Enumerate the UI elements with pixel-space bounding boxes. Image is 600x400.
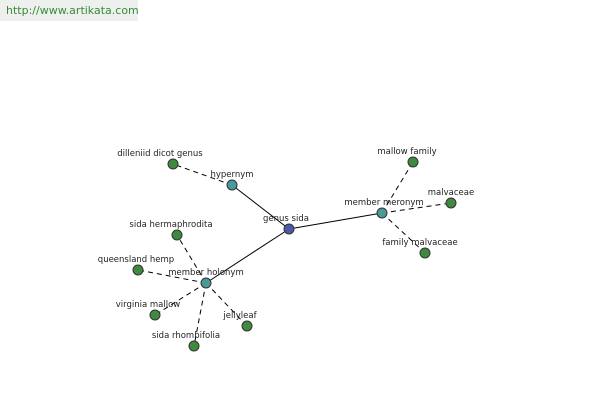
label-family-malvaceae: family malvaceae (382, 238, 457, 248)
edge-root-member-meronym (288, 212, 383, 230)
label-virginia-mallow: virginia mallow (116, 300, 181, 310)
label-jellyleaf: jellyleaf (222, 311, 257, 321)
node-member-holonym[interactable] (200, 277, 212, 289)
site-url-watermark[interactable]: http://www.artikata.com (0, 0, 139, 21)
node-dilleniid-dicot-genus[interactable] (167, 158, 179, 170)
node-virginia-mallow[interactable] (149, 309, 161, 321)
label-sida-rhombifolia: sida rhombifolia (152, 331, 220, 341)
label-dilleniid-dicot-genus: dilleniid dicot genus (117, 149, 203, 159)
label-member-holonym: member holonym (168, 268, 243, 278)
node-member-meronym[interactable] (376, 207, 388, 219)
edge-holonym-jellyleaf (205, 282, 248, 327)
edge-holonym-queensland-hemp (137, 269, 207, 284)
label-sida-hermaphrodita: sida hermaphrodita (129, 220, 212, 230)
node-sida-rhombifolia[interactable] (188, 340, 200, 352)
label-queensland-hemp: queensland hemp (98, 255, 174, 265)
edge-meronym-mallow-family (381, 161, 414, 214)
node-malvaceae[interactable] (445, 197, 457, 209)
node-queensland-hemp[interactable] (132, 264, 144, 276)
edge-hypernym-dilleniid (172, 163, 233, 186)
site-url-text: http://www.artikata.com (6, 4, 139, 17)
label-genus-sida: genus sida (263, 214, 309, 224)
node-mallow-family[interactable] (407, 156, 419, 168)
node-genus-sida[interactable] (283, 223, 295, 235)
edge-holonym-sida-hermaphrodita (176, 234, 207, 284)
label-mallow-family: mallow family (377, 147, 436, 157)
node-jellyleaf[interactable] (241, 320, 253, 332)
edge-meronym-malvaceae (381, 202, 452, 214)
edge-root-member-holonym (205, 228, 290, 284)
label-member-meronym: member meronym (344, 198, 423, 208)
edge-holonym-virginia-mallow (154, 282, 207, 316)
edge-meronym-family-malvaceae (381, 212, 426, 254)
node-sida-hermaphrodita[interactable] (171, 229, 183, 241)
node-family-malvaceae[interactable] (419, 247, 431, 259)
label-hypernym: hypernym (210, 170, 253, 180)
label-malvaceae: malvaceae (428, 188, 474, 198)
node-hypernym[interactable] (226, 179, 238, 191)
edge-holonym-sida-rhombifolia (193, 282, 207, 347)
edge-root-hypernym (231, 184, 290, 230)
